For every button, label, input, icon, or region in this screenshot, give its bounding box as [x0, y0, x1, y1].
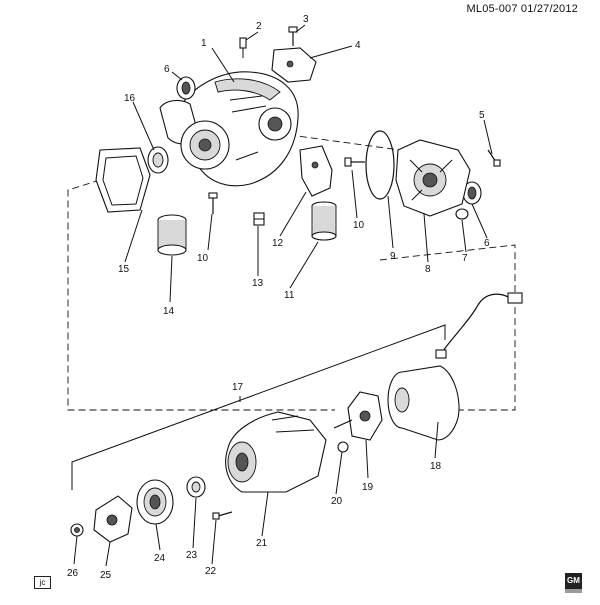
callout-20: 20 [331, 496, 343, 507]
gm-logo: GM [565, 573, 582, 593]
callout-8: 8 [425, 264, 431, 275]
artist-tag: jc [34, 576, 51, 589]
seal-23 [186, 476, 206, 498]
bolt-22 [212, 511, 233, 520]
leader-lines [73, 24, 493, 567]
callout-4: 4 [355, 40, 361, 51]
logo-underline [565, 589, 582, 593]
electric-motor-18 [387, 365, 460, 441]
callout-15: 15 [118, 264, 130, 275]
plug-13 [253, 212, 265, 226]
nut-26 [70, 523, 84, 537]
callout-17: 17 [232, 382, 244, 393]
seal-16 [147, 146, 169, 174]
callout-6-upper: 6 [164, 64, 170, 75]
callout-16: 16 [124, 93, 136, 104]
callout-14: 14 [163, 306, 175, 317]
wiring-harness [435, 292, 523, 359]
mount-bracket-4 [271, 47, 317, 83]
callout-1: 1 [201, 38, 207, 49]
callout-24: 24 [154, 553, 166, 564]
bolt-10-right [344, 157, 365, 167]
callout-22: 22 [205, 566, 217, 577]
differential-housing [159, 71, 299, 187]
bushing-14 [157, 214, 187, 256]
callout-2: 2 [256, 21, 262, 32]
callout-10-left: 10 [197, 253, 209, 264]
gasket-15 [95, 147, 151, 213]
bolt-5 [487, 149, 501, 167]
o-ring-9 [365, 130, 395, 200]
callout-13: 13 [252, 278, 264, 289]
group-17-bracket [71, 324, 446, 490]
callout-18: 18 [430, 461, 442, 472]
callout-26: 26 [67, 568, 79, 579]
callout-11: 11 [284, 290, 295, 301]
diagram-code: ML05-007 01/27/2012 [466, 3, 578, 15]
rear-cover-8 [395, 139, 471, 217]
cap-7 [455, 208, 469, 220]
drive-housing-21 [225, 411, 327, 493]
nut-20 [337, 441, 349, 453]
flange-19 [333, 391, 383, 441]
bushing-11 [311, 201, 337, 241]
bolt-10-left [208, 192, 218, 214]
callout-9: 9 [390, 251, 396, 262]
flange-25 [93, 495, 133, 543]
callout-12: 12 [272, 238, 284, 249]
bearing-24 [136, 479, 174, 525]
callout-23: 23 [186, 550, 198, 561]
bolt-3 [288, 26, 298, 46]
callout-labels: 1 2 3 4 5 6 6 7 8 9 10 10 11 12 13 14 15… [67, 14, 490, 581]
gm-logo-text: GM [567, 576, 580, 585]
callout-5: 5 [479, 110, 485, 121]
bracket-12 [299, 145, 333, 197]
seal-6-upper [176, 76, 196, 100]
callout-7: 7 [462, 253, 468, 264]
callout-6-lower: 6 [484, 238, 490, 249]
callout-21: 21 [256, 538, 268, 549]
callout-3: 3 [303, 14, 309, 25]
callout-19: 19 [362, 482, 374, 493]
vent-fitting [239, 37, 247, 58]
callout-25: 25 [100, 570, 112, 581]
callout-10-right: 10 [353, 220, 365, 231]
